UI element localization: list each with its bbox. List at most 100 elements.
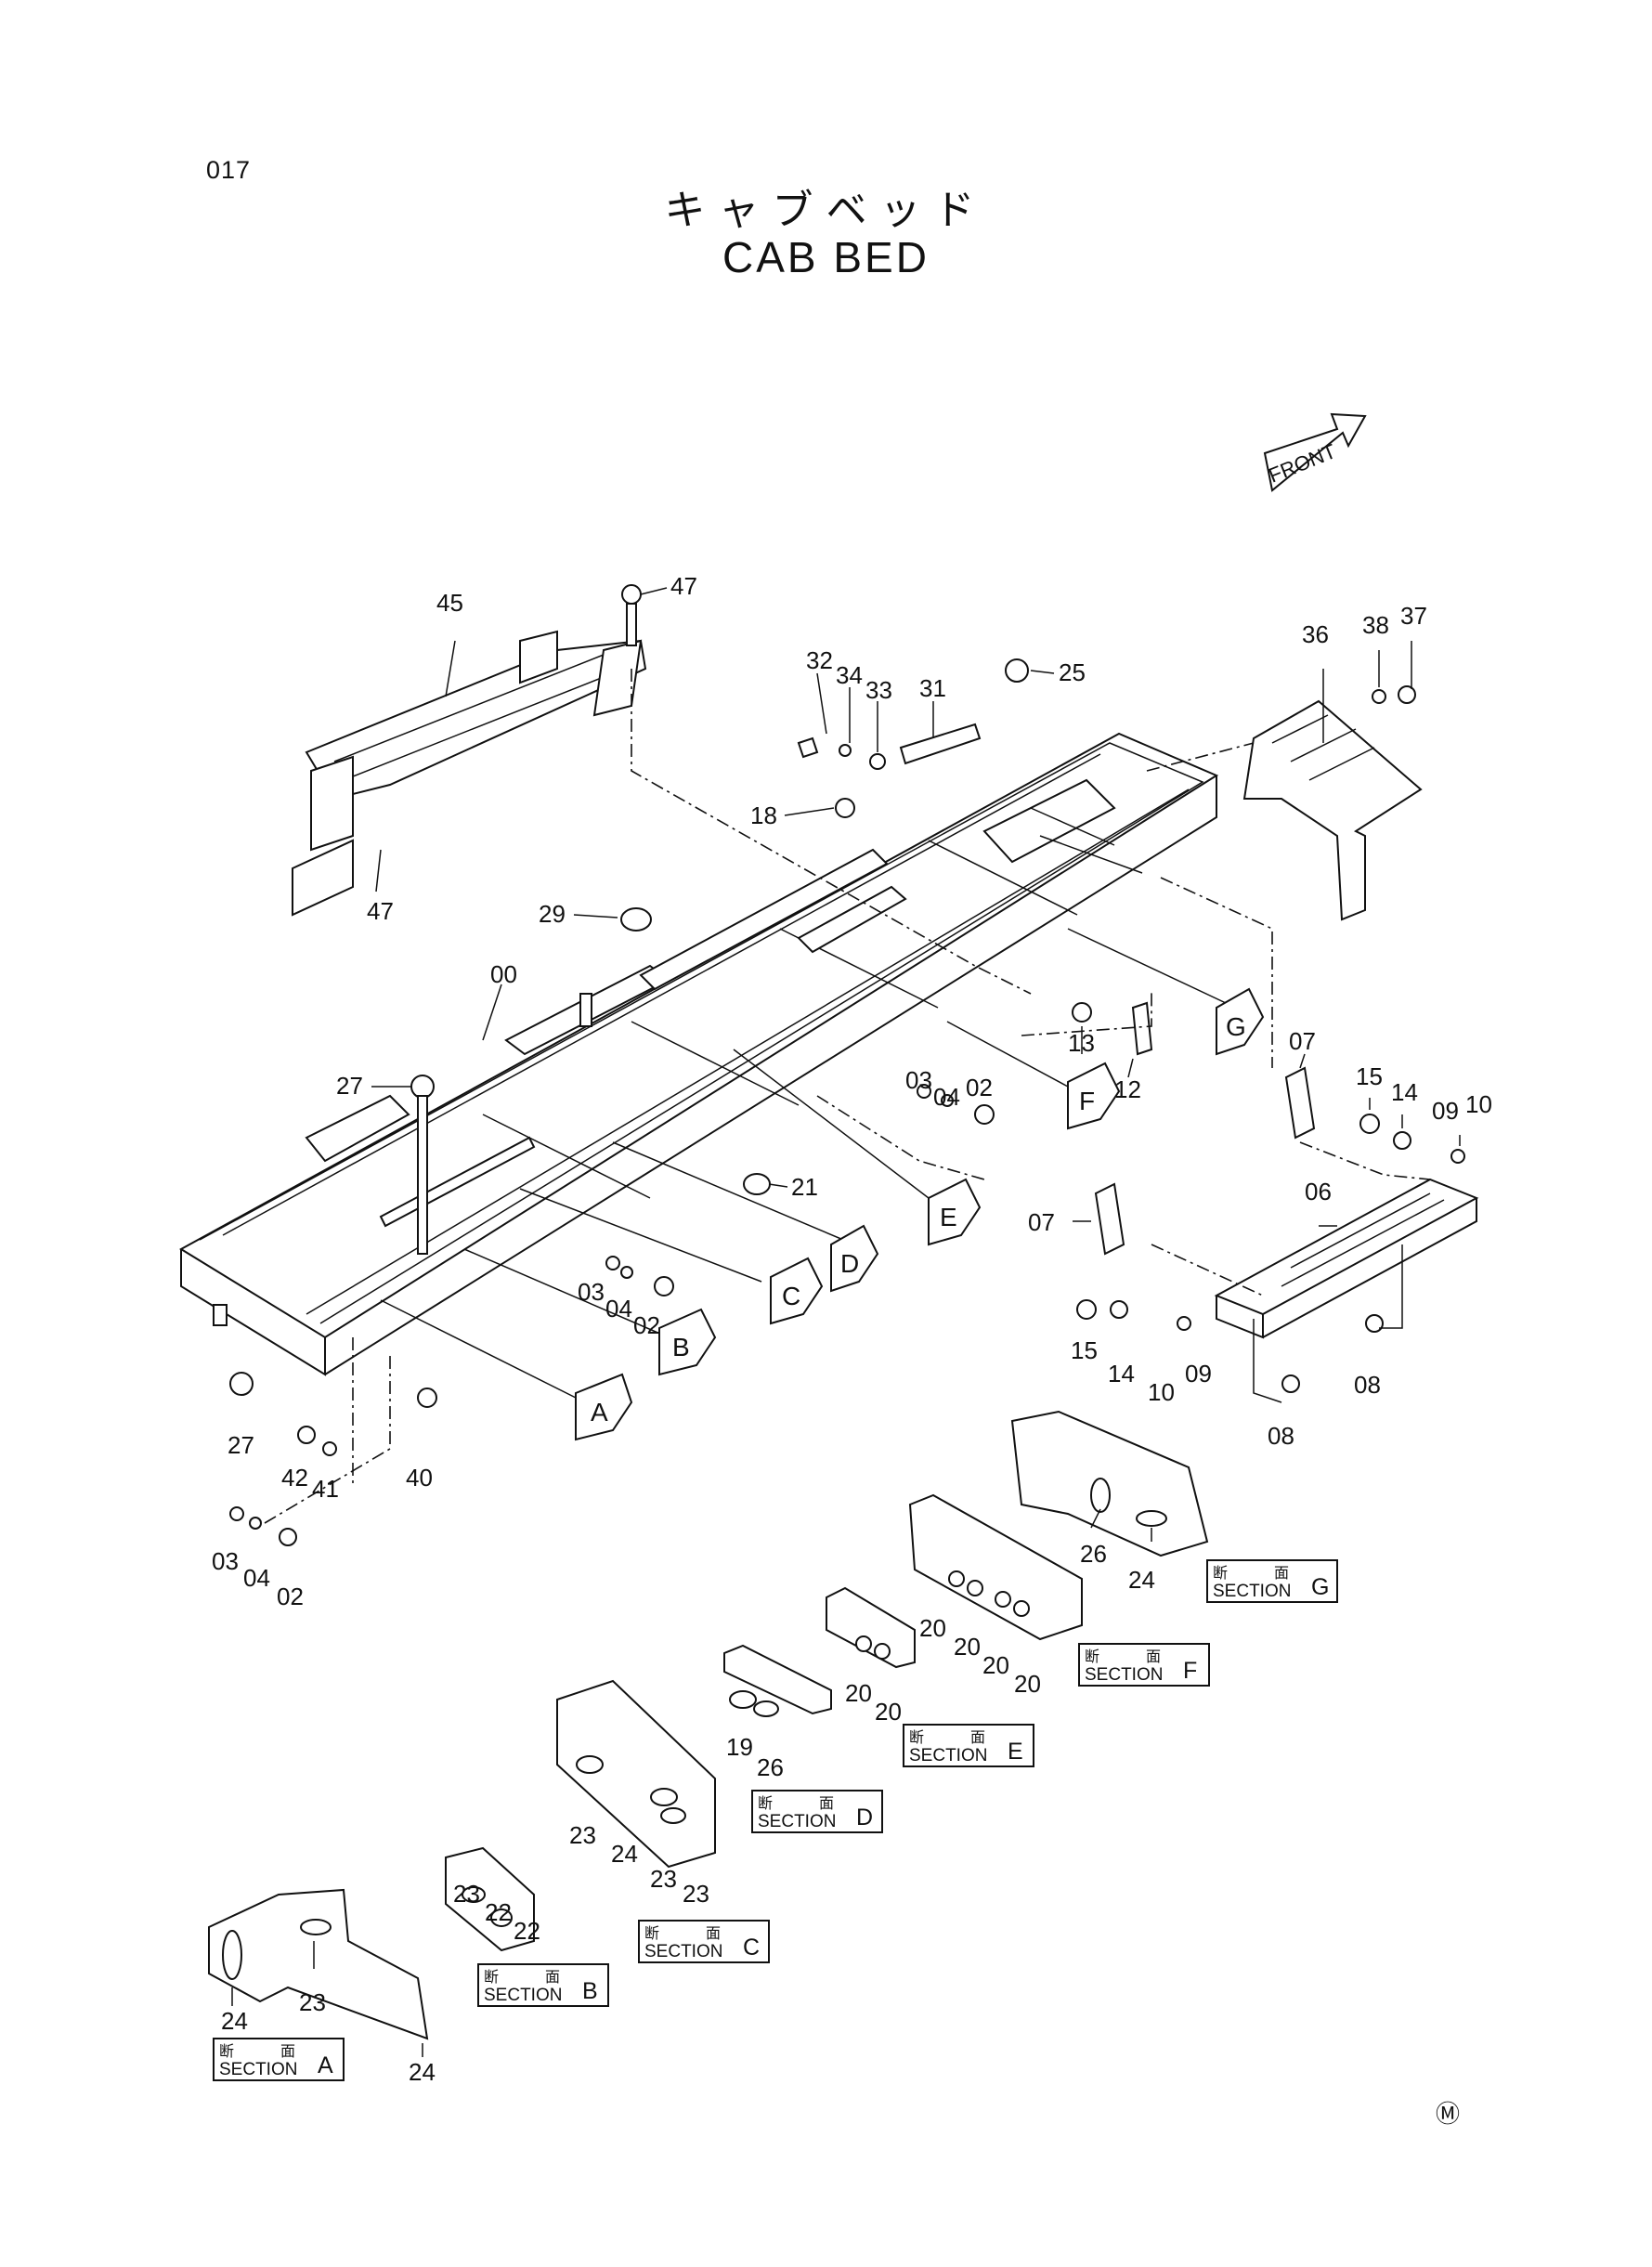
callout-37: 37 [1400,602,1427,630]
svg-text:断: 断 [219,2042,234,2060]
callout-27a: 27 [336,1072,363,1100]
callout-15b: 15 [1071,1336,1098,1364]
view-marker-g: G [1216,987,1265,1056]
callout-29: 29 [539,900,566,928]
callout-21: 21 [791,1173,818,1201]
callout-08a: 08 [1354,1371,1381,1399]
view-marker-f: F [1067,1062,1121,1130]
callout-27b: 27 [228,1431,254,1459]
callout-15a: 15 [1356,1062,1383,1090]
section-label-g: 断 面 SECTION G [1206,1559,1338,1603]
section-g-part [1010,1410,1209,1557]
callout-34: 34 [836,661,863,689]
callout-42: 42 [281,1464,308,1492]
callout-07b: 07 [1028,1208,1055,1236]
callout-22b: 22 [514,1917,540,1945]
part-45-bracket-assembly [292,630,647,917]
view-marker-e: E [928,1178,982,1246]
callout-02a: 02 [966,1074,993,1101]
callout-14b: 14 [1108,1360,1135,1388]
svg-text:面: 面 [545,1968,560,1986]
view-leader-lines [380,928,1227,1403]
svg-text:断: 断 [484,1968,499,1986]
section-label-c: 断 面 SECTION C [638,1920,770,1963]
callout-32: 32 [806,646,833,674]
callout-12: 12 [1114,1075,1141,1103]
callout-09a: 09 [1432,1097,1459,1125]
callout-04a: 04 [933,1083,960,1111]
svg-text:F: F [1079,1087,1095,1115]
view-marker-d: D [830,1224,879,1293]
main-frame [179,732,1219,1376]
svg-text:SECTION: SECTION [484,1986,562,2005]
callout-02b: 02 [633,1311,660,1339]
callout-38: 38 [1362,611,1389,639]
svg-text:E: E [940,1203,957,1231]
callout-04c: 04 [243,1564,270,1592]
callout-14a: 14 [1391,1078,1418,1106]
callout-47b: 47 [367,897,394,925]
svg-text:SECTION: SECTION [909,1746,987,1765]
section-label-f: 断 面 SECTION F [1078,1643,1210,1687]
svg-text:断: 断 [1085,1648,1099,1665]
callout-24b: 24 [611,1840,638,1868]
svg-text:面: 面 [280,2042,295,2060]
part-36-step-plate [1242,699,1423,921]
svg-text:D: D [840,1249,859,1278]
callout-18: 18 [750,801,777,829]
brackets-07 [1094,1066,1316,1256]
view-marker-b: B [658,1308,717,1376]
svg-text:面: 面 [706,1924,721,1942]
section-a-part [208,1888,429,2040]
svg-text:C: C [743,1935,760,1961]
title-japanese: キャブベッド [664,187,988,234]
callout-41: 41 [312,1475,339,1503]
svg-text:SECTION: SECTION [644,1942,722,1961]
svg-text:断: 断 [1213,1564,1228,1582]
callout-20e: 20 [845,1679,872,1707]
callout-24a: 24 [1128,1566,1155,1594]
part-callouts: 45 47 47 32 34 33 31 25 36 38 37 18 29 0… [212,572,1492,2086]
svg-text:面: 面 [819,1794,834,1812]
section-label-b: 断 面 SECTION B [477,1963,609,2007]
callout-10a: 10 [1465,1090,1492,1118]
section-label-e: 断 面 SECTION E [903,1724,1034,1767]
svg-text:G: G [1311,1574,1329,1600]
callout-33: 33 [865,676,892,704]
callout-23d: 23 [453,1880,480,1908]
callout-20d: 20 [1014,1670,1041,1698]
svg-text:B: B [582,1978,598,2004]
callout-04b: 04 [605,1295,632,1322]
callout-19: 19 [726,1733,753,1761]
svg-text:D: D [856,1804,873,1831]
callout-24d: 24 [409,2058,436,2086]
page-number: 017 [206,156,252,184]
callout-26b: 26 [757,1753,784,1781]
svg-text:A: A [318,2052,333,2078]
callout-20a: 20 [919,1614,946,1642]
section-label-d: 断 面 SECTION D [751,1790,883,1833]
svg-text:SECTION: SECTION [1085,1665,1163,1685]
section-f-part [908,1493,1083,1641]
plates [899,723,1153,1056]
svg-text:断: 断 [644,1924,659,1942]
callout-07a: 07 [1289,1027,1316,1055]
callout-23c: 23 [683,1880,709,1908]
callout-03c: 03 [212,1547,239,1575]
svg-text:C: C [782,1282,800,1310]
svg-text:G: G [1226,1012,1246,1041]
view-marker-c: C [770,1257,824,1325]
svg-text:面: 面 [1146,1648,1161,1665]
copyright-mark: Ⓜ [1436,2100,1460,2128]
svg-text:断: 断 [909,1728,924,1746]
svg-text:SECTION: SECTION [1213,1582,1291,1601]
callout-31: 31 [919,674,946,702]
callout-09b: 09 [1185,1360,1212,1388]
callout-24c: 24 [221,2007,248,2035]
view-marker-a: A [575,1373,633,1441]
section-e-part [826,1586,916,1669]
section-d-part [723,1644,832,1717]
callout-22a: 22 [485,1898,512,1926]
callout-13: 13 [1068,1029,1095,1057]
